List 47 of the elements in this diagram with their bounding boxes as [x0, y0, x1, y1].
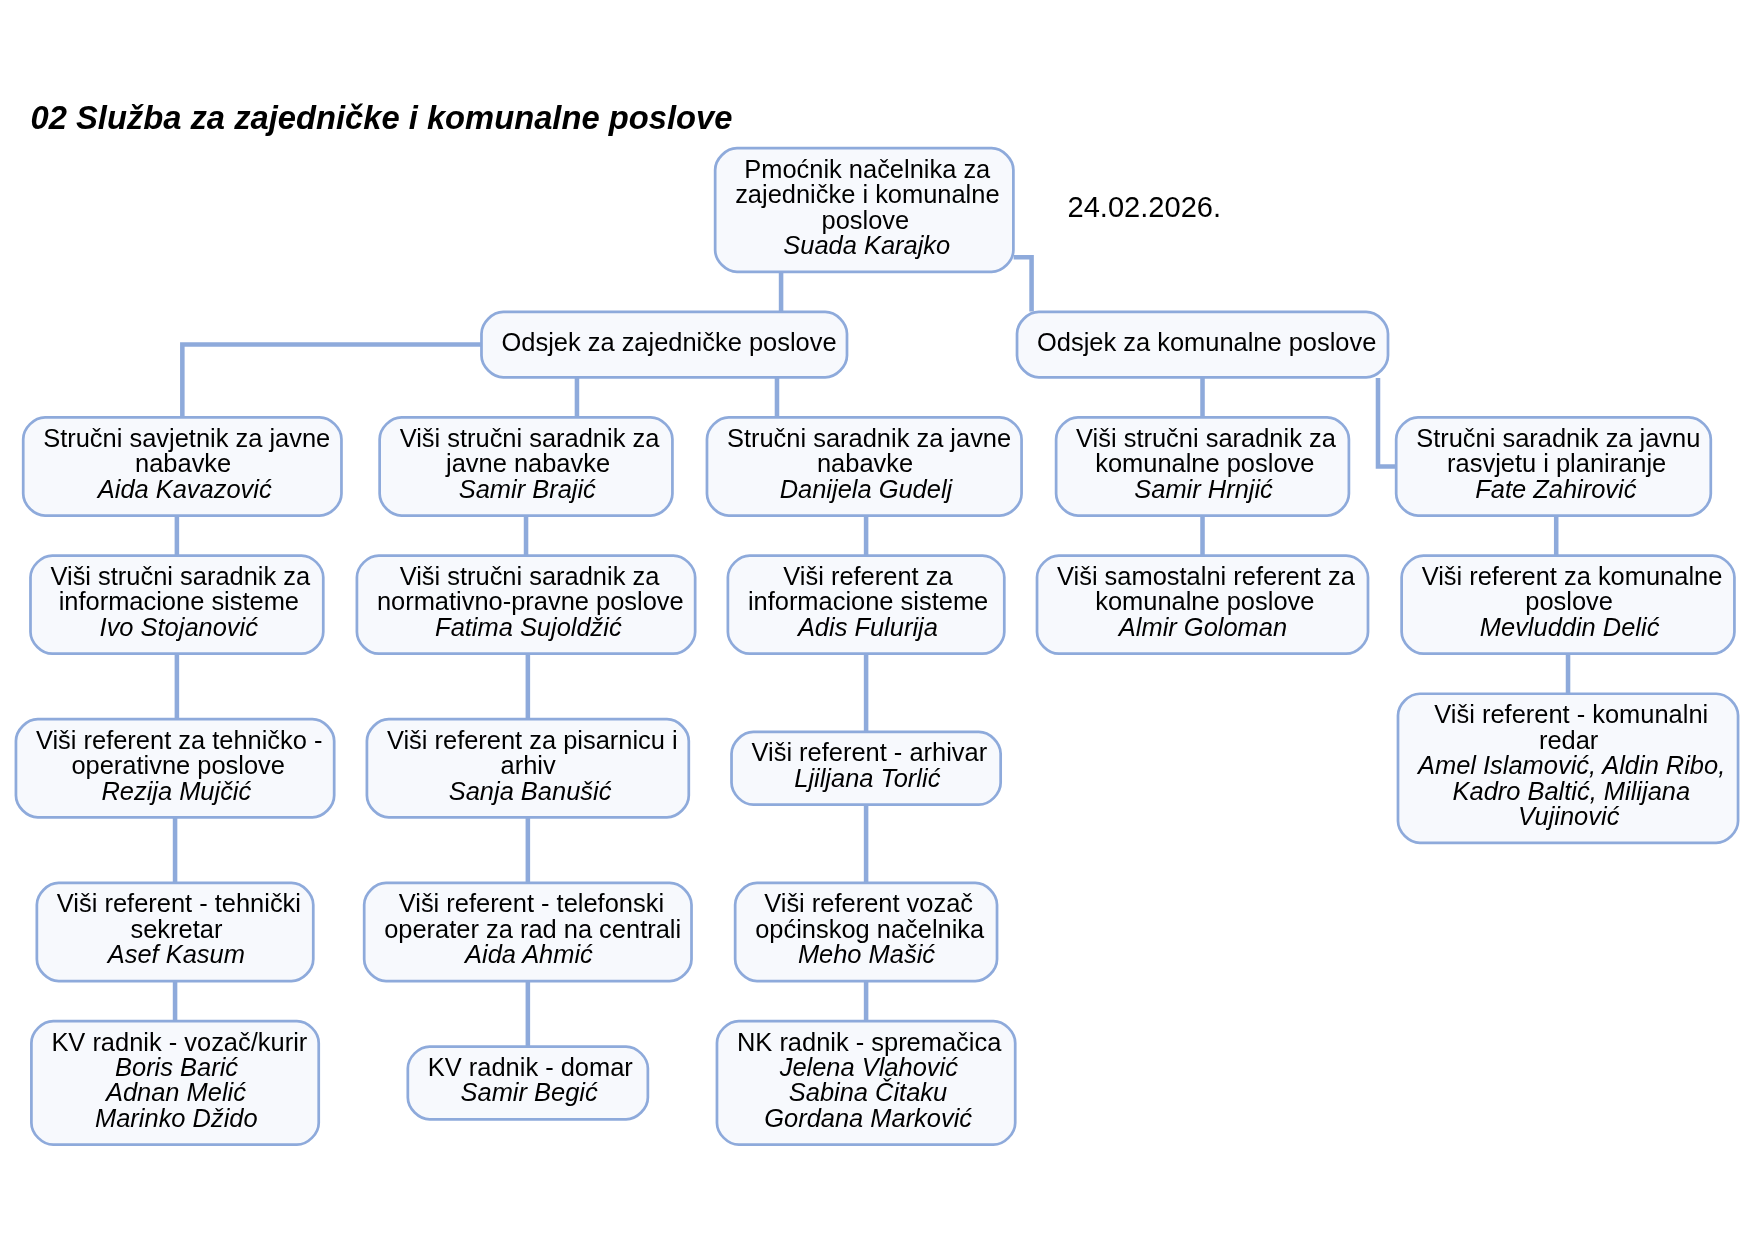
connector	[172, 816, 178, 882]
diagram-title: 02 Služba za zajedničke i komunalne poslove	[30, 98, 733, 136]
connector	[1200, 377, 1205, 417]
connector	[1553, 515, 1559, 555]
connector	[172, 980, 178, 1021]
node-box: Viši stručni saradnik za informacione sisteme Ivo Stojanović	[29, 553, 325, 655]
connector	[863, 515, 869, 555]
connector	[863, 653, 869, 732]
node-box: Viši referent - komunalni redar Amel Islamović, Aldin Ribo, Kadro Baltić, Milijana Vujinović	[1396, 691, 1740, 844]
connector	[525, 653, 531, 719]
node-box: NK radnik - spremačica Jelena Vlahović Sabina Čitaku Gordana Marković	[715, 1019, 1017, 1146]
node-box: Viši stručni saradnik za normativno-pravne poslove Fatima Sujoldžić	[355, 553, 697, 655]
connector	[174, 653, 180, 719]
node-box: Viši samostalni referent za komunalne poslove Almir Goloman	[1035, 553, 1370, 655]
connector	[174, 515, 180, 555]
node-box: Viši referent - telefonski operater za rad na centrali Aida Ahmić	[362, 881, 693, 982]
node-box: Viši referent za komunalne poslove Mevluddin Delić	[1400, 553, 1736, 655]
connector	[1565, 653, 1571, 693]
node-box: Stručni savjetnik za javne nabavke Aida Kavazović	[21, 415, 343, 517]
node-box: Pmoćnik načelnika za zajedničke i komunalne poslove Suada Karajko	[713, 146, 1015, 273]
node-box: Viši referent - arhivar Ljiljana Torlić	[730, 730, 1003, 806]
node-box: Viši referent za informacione sisteme Adis Fulurija	[726, 553, 1006, 655]
node-box: Stručni saradnik za javne nabavke Danijela Gudelj	[705, 415, 1023, 517]
connector	[1375, 377, 1397, 469]
connector	[525, 980, 531, 1046]
node-box: Viši referent - tehnički sekretar Asef Kasum	[35, 881, 315, 982]
node-box: Viši referent za pisarnicu i arhiv Sanja Banušić	[365, 717, 691, 819]
connector	[1013, 254, 1034, 312]
connector	[1200, 515, 1205, 555]
node-box: Viši referent vozač općinskog načelnika Meho Mašić	[733, 881, 999, 982]
connector	[778, 272, 784, 312]
connector	[774, 377, 780, 417]
node-box: Odsjek za komunalne poslove	[1015, 310, 1390, 379]
node-box: KV radnik - domar Samir Begić	[406, 1044, 650, 1121]
connector	[180, 341, 482, 417]
node-box: Stručni saradnik za javnu rasvjetu i planiranje Fate Zahirović	[1394, 415, 1713, 517]
connector	[863, 804, 869, 883]
connector	[525, 816, 531, 882]
node-box: Viši referent za tehničko - operativne poslove Rezija Mujčić	[14, 717, 336, 819]
node-box: KV radnik - vozač/kurir Boris Barić Adnan Melić Marinko Džido	[30, 1019, 321, 1146]
label: 24.02.2026.	[1067, 190, 1222, 223]
connector	[523, 515, 529, 555]
node-box: Viši stručni saradnik za javne nabavke Samir Brajić	[378, 415, 674, 517]
connector	[863, 980, 869, 1021]
node-box: Viši stručni saradnik za komunalne poslove Samir Hrnjić	[1054, 415, 1351, 517]
connector	[574, 377, 580, 417]
node-box: Odsjek za zajedničke poslove	[480, 310, 849, 379]
